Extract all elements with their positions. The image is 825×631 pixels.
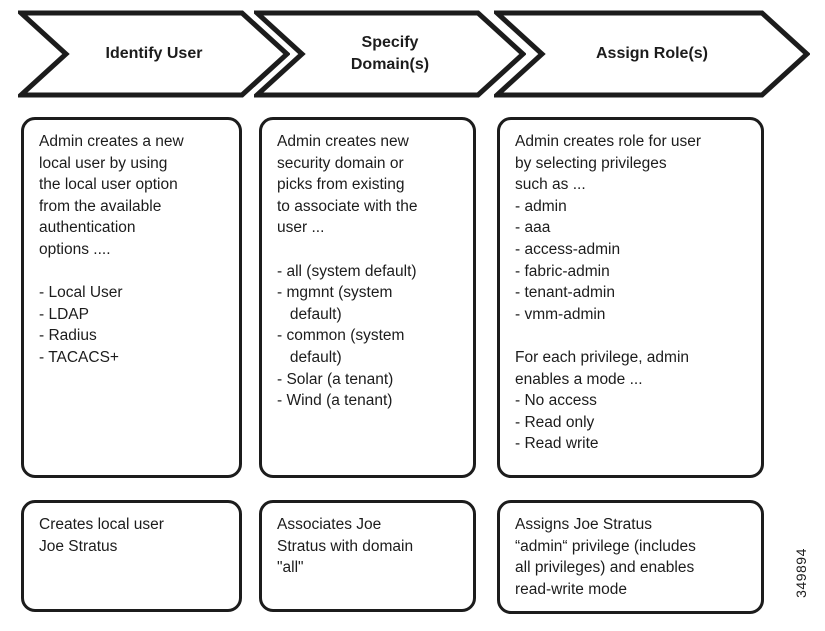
summary-box-identify-user: Creates local user Joe Stratus	[21, 500, 242, 612]
summary-box-specify-domains: Associates Joe Stratus with domain "all"	[259, 500, 476, 612]
chevron-label-specify-domains: Specify Domain(s)	[350, 34, 430, 73]
detail-box-assign-roles: Admin creates role for user by selecting…	[497, 117, 764, 478]
detail-text-identify-user: Admin creates a new local user by using …	[39, 133, 184, 366]
summary-box-assign-roles: Assigns Joe Stratus “admin“ privilege (i…	[497, 500, 764, 614]
summary-text-specify-domains: Associates Joe Stratus with domain "all"	[277, 516, 414, 577]
chevron-identify-user: Identify User	[18, 9, 290, 99]
chevron-specify-domains: Specify Domain(s)	[254, 9, 526, 99]
chevron-label-identify-user: Identify User	[105, 45, 203, 62]
detail-text-specify-domains: Admin creates new security domain or pic…	[277, 133, 418, 410]
summary-text-identify-user: Creates local user Joe Stratus	[39, 516, 164, 555]
chevron-arrow-shape	[254, 10, 526, 98]
chevron-arrow-shape	[18, 10, 290, 98]
chevron-label-assign-roles: Assign Role(s)	[595, 45, 708, 62]
detail-box-identify-user: Admin creates a new local user by using …	[21, 117, 242, 478]
detail-box-specify-domains: Admin creates new security domain or pic…	[259, 117, 476, 478]
chevron-assign-roles: Assign Role(s)	[494, 9, 810, 99]
chevron-arrow-shape	[494, 10, 810, 98]
detail-text-assign-roles: Admin creates role for user by selecting…	[515, 133, 702, 453]
figure-number: 349894	[793, 548, 809, 598]
summary-text-assign-roles: Assigns Joe Stratus “admin“ privilege (i…	[515, 516, 696, 598]
